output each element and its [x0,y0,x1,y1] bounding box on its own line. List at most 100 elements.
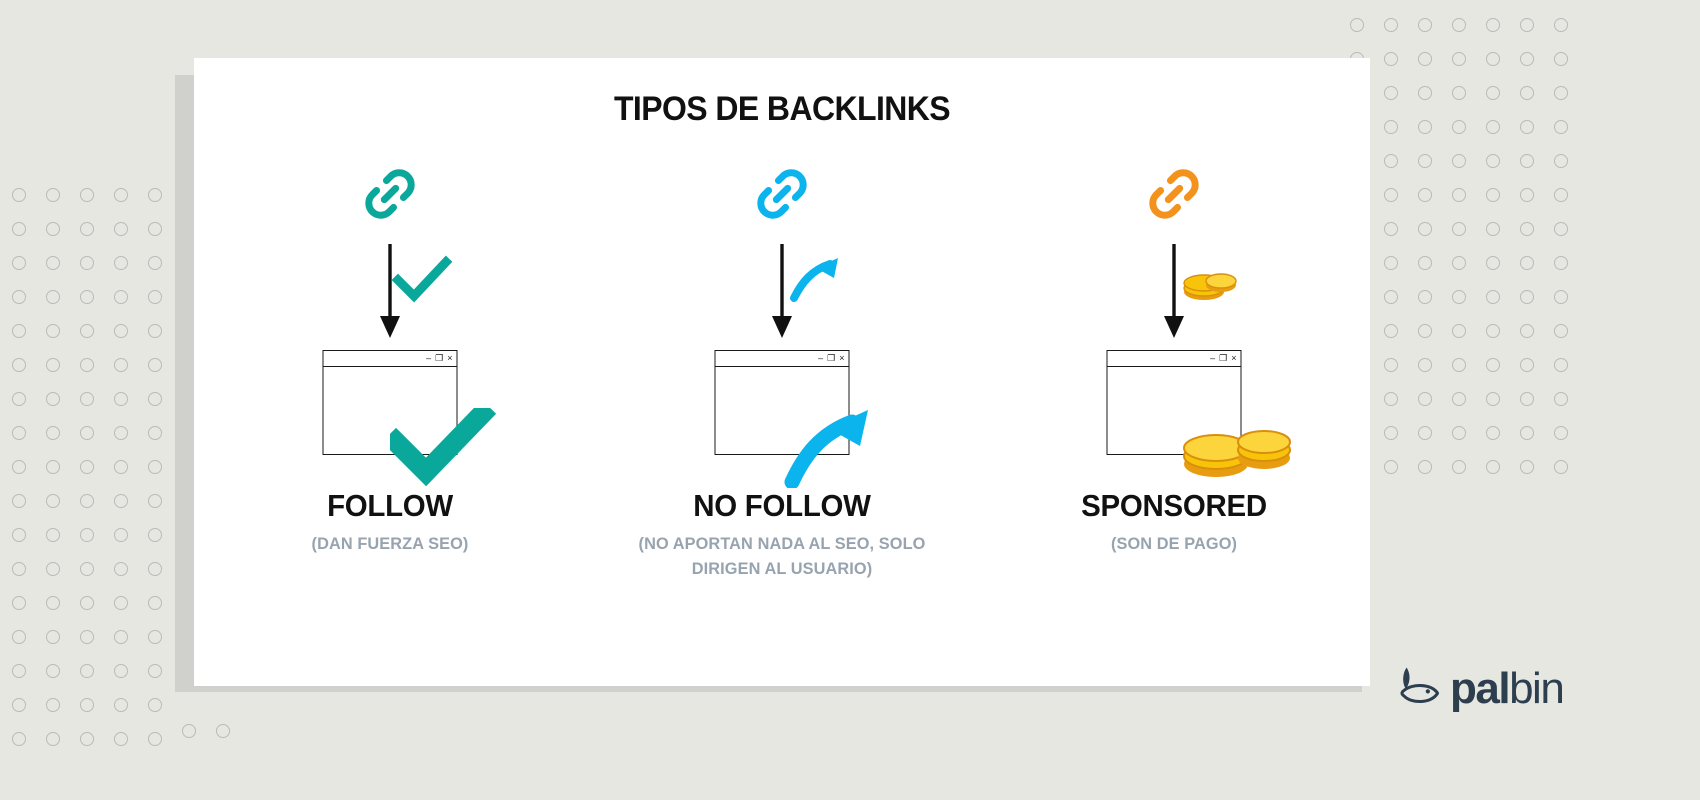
decorative-dot [36,518,70,552]
decorative-dot [2,314,36,348]
decorative-dot [36,722,70,756]
decorative-dot [70,654,104,688]
decorative-dot [138,722,172,756]
decorative-dot [1510,144,1544,178]
decorative-dot [1544,42,1578,76]
decorative-dot [2,280,36,314]
maximize-icon[interactable]: ❐ [435,353,444,363]
decorative-dot [1442,416,1476,450]
decorative-dot-grid-left [2,178,172,756]
palbin-logo[interactable]: palbin [1396,660,1565,718]
decorative-dot [1374,382,1408,416]
column-sublabel-sponsored: (SON DE PAGO) [1110,534,1238,553]
decorative-dot [1374,246,1408,280]
column-sublabel-nofollow: (NO APORTAN NADA AL SEO, SOLO DIRIGEN AL… [638,534,926,578]
decorative-dot [1476,144,1510,178]
infographic-card: TIPOS DE BACKLINKS [194,58,1370,686]
down-arrow-icon [377,244,403,340]
decorative-dot [1510,416,1544,450]
decorative-dot [138,246,172,280]
decorative-dot [104,586,138,620]
decorative-dot [104,620,138,654]
decorative-dot [1544,246,1578,280]
decorative-dot [70,484,104,518]
decorative-dot [1544,382,1578,416]
decorative-dot [36,484,70,518]
decorative-dot [138,484,172,518]
arrow-up-right-icon-small [782,252,852,312]
coin-stack-icon-small [1174,252,1244,312]
decorative-dot [36,178,70,212]
decorative-dot [1408,314,1442,348]
column-nofollow: – ❐ × NO FOLLOW (NO APORTAN NADA AL SEO,… [586,158,978,678]
window-title-bar: – ❐ × [1107,351,1241,367]
decorative-dot [1476,280,1510,314]
decorative-dot [138,620,172,654]
down-arrow-icon [769,244,795,340]
minimize-icon[interactable]: – [818,353,824,363]
decorative-dot [1408,8,1442,42]
decorative-dot [1374,314,1408,348]
decorative-dot [1476,348,1510,382]
decorative-dot [2,382,36,416]
decorative-dot-grid-right [1340,8,1578,484]
chain-link-icon [1143,166,1205,222]
decorative-dot [104,688,138,722]
decorative-dot [1408,110,1442,144]
decorative-dot [138,348,172,382]
decorative-dot [206,714,240,748]
maximize-icon[interactable]: ❐ [827,353,836,363]
decorative-dot [1374,178,1408,212]
decorative-dot [138,416,172,450]
decorative-dot [2,688,36,722]
decorative-dot [1408,144,1442,178]
decorative-dot [36,620,70,654]
decorative-dot [138,518,172,552]
decorative-dot [1510,450,1544,484]
decorative-dot [1510,382,1544,416]
decorative-dot [104,314,138,348]
decorative-dot [1510,8,1544,42]
close-icon[interactable]: × [839,353,845,363]
decorative-dot [104,382,138,416]
decorative-dot [1476,8,1510,42]
chain-link-icon [751,166,813,222]
maximize-icon[interactable]: ❐ [1219,353,1228,363]
decorative-dot [1544,348,1578,382]
decorative-dot [36,382,70,416]
decorative-dot [1544,178,1578,212]
decorative-dot [104,484,138,518]
decorative-dot [1476,416,1510,450]
minimize-icon[interactable]: – [426,353,432,363]
backlink-types-columns: – ❐ × FOLLOW (DAN FUERZA SEO) [194,158,1370,678]
decorative-dot [1442,42,1476,76]
close-icon[interactable]: × [1231,353,1237,363]
decorative-dot [1374,280,1408,314]
chain-link-icon [359,166,421,222]
decorative-dot [1340,8,1374,42]
decorative-dot [70,280,104,314]
decorative-dot [1544,450,1578,484]
decorative-dot [1476,212,1510,246]
decorative-dot [2,518,36,552]
decorative-dot [1544,76,1578,110]
decorative-dot [36,654,70,688]
minimize-icon[interactable]: – [1210,353,1216,363]
column-sponsored: – ❐ × SPONSORED [978,158,1370,678]
decorative-dot [138,688,172,722]
decorative-dot [104,450,138,484]
column-label-follow: FOLLOW [327,488,453,523]
decorative-dot [1510,246,1544,280]
close-icon[interactable]: × [447,353,453,363]
decorative-dot [1544,416,1578,450]
decorative-dot [1374,76,1408,110]
decorative-dot [2,620,36,654]
decorative-dot [2,246,36,280]
decorative-dot [138,654,172,688]
decorative-dot [138,280,172,314]
decorative-dot [1374,212,1408,246]
decorative-dot [1442,212,1476,246]
decorative-dot [1476,110,1510,144]
decorative-dot [1476,42,1510,76]
decorative-dot [1442,8,1476,42]
